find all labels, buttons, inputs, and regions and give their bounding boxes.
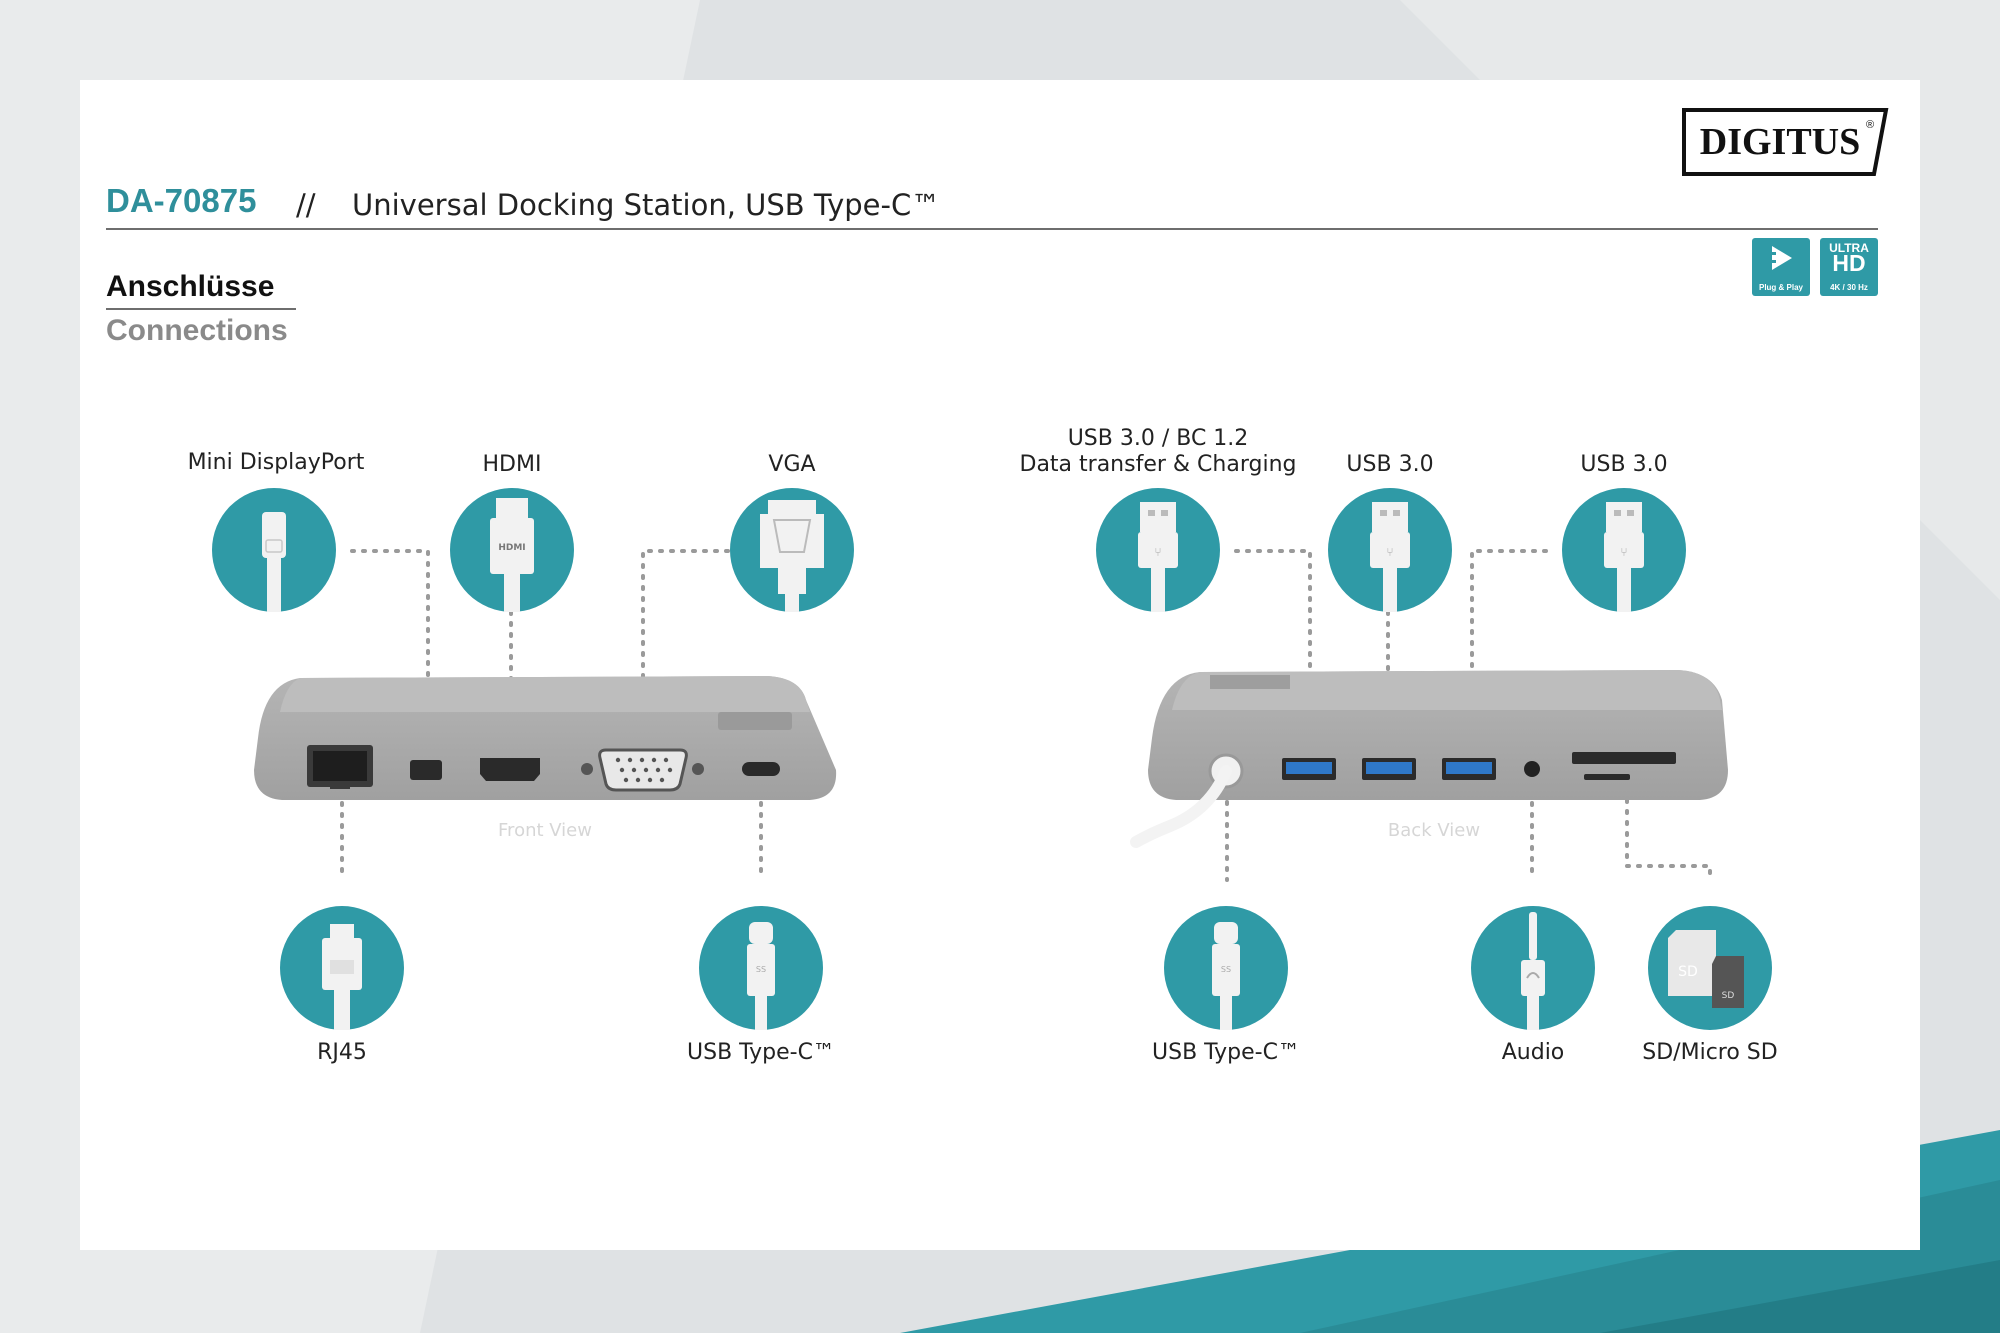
svg-text:SS: SS — [1221, 965, 1231, 974]
label-usb-c-back: USB Type-C™ — [1152, 1040, 1300, 1065]
section-title-english: Connections — [106, 314, 288, 347]
usb30-ports — [1282, 758, 1496, 780]
front-device — [254, 676, 837, 800]
usb-c-cable — [1130, 765, 1232, 848]
label-front-view: Front View — [498, 820, 592, 841]
mini-displayport-icon — [212, 488, 336, 612]
svg-text:SD: SD — [1678, 964, 1698, 980]
micro-sd-slot — [1584, 774, 1630, 780]
plug-and-play-badge: Plug & Play — [1752, 238, 1810, 296]
svg-text:⑂: ⑂ — [1620, 545, 1627, 559]
page-header: DA-70875 // Universal Docking Station, U… — [106, 178, 1878, 230]
usb30-icon-a: ⑂ — [1328, 488, 1452, 612]
label-hdmi: HDMI — [482, 452, 542, 477]
ultra-hd-badge: ULTRA HD 4K / 30 Hz — [1820, 238, 1878, 296]
svg-text:SD: SD — [1722, 991, 1735, 1001]
logo-registered: ® — [1866, 119, 1874, 131]
digitus-logo: DIGITUS ® — [1682, 108, 1889, 176]
usb30-icon-b: ⑂ — [1562, 488, 1686, 612]
label-usb30-a: USB 3.0 — [1346, 452, 1434, 477]
sd-card-slot — [1572, 752, 1676, 764]
svg-text:SS: SS — [756, 965, 766, 974]
audio-jack-icon — [1471, 906, 1595, 1030]
plug-play-label: Plug & Play — [1758, 283, 1803, 292]
back-device — [1130, 670, 1728, 848]
logo-text: DIGITUS — [1700, 121, 1861, 163]
label-audio: Audio — [1501, 1040, 1565, 1065]
rj45-icon — [280, 906, 404, 1030]
plug-play-icon — [1762, 246, 1792, 270]
usb-c-port-front — [742, 762, 780, 776]
label-usb-bc-line2: Data transfer & Charging — [1019, 452, 1297, 477]
usb-c-icon-front: SS — [699, 906, 823, 1030]
label-usb30-b: USB 3.0 — [1580, 452, 1668, 477]
usb-c-icon-back: SS — [1164, 906, 1288, 1030]
header-separator: // — [296, 188, 316, 222]
hdmi-icon: HDMI — [450, 488, 574, 612]
usb-bc-icon: ⑂ — [1096, 488, 1220, 612]
label-sd-micro-sd: SD/Micro SD — [1642, 1040, 1778, 1065]
label-usb-bc-line1: USB 3.0 / BC 1.2 — [1067, 426, 1249, 451]
svg-text:HDMI: HDMI — [498, 543, 525, 553]
svg-text:⑂: ⑂ — [1386, 545, 1393, 559]
uhd-resolution-label: 4K / 30 Hz — [1830, 283, 1868, 292]
ultra-label: ULTRA — [1829, 241, 1869, 255]
content-card — [80, 80, 1920, 1250]
audio-jack — [1524, 761, 1540, 777]
rj45-port — [307, 745, 373, 789]
label-back-view: Back View — [1387, 820, 1481, 841]
label-usb-c-front: USB Type-C™ — [687, 1040, 835, 1065]
vga-port — [581, 748, 704, 792]
page-title: Universal Docking Station, USB Type-C™ — [352, 188, 941, 222]
section-title-german: Anschlüsse — [106, 270, 296, 310]
svg-text:⑂: ⑂ — [1154, 545, 1161, 559]
label-rj45: RJ45 — [317, 1040, 367, 1065]
sd-card-icon: SD SD — [1648, 906, 1772, 1030]
hdmi-port — [480, 758, 540, 781]
model-number: DA-70875 — [106, 182, 257, 219]
label-mini-displayport: Mini DisplayPort — [187, 450, 365, 475]
label-vga: VGA — [768, 452, 816, 477]
hd-label: HD — [1832, 250, 1866, 276]
mini-displayport-port — [410, 760, 442, 780]
vga-icon — [730, 488, 854, 612]
